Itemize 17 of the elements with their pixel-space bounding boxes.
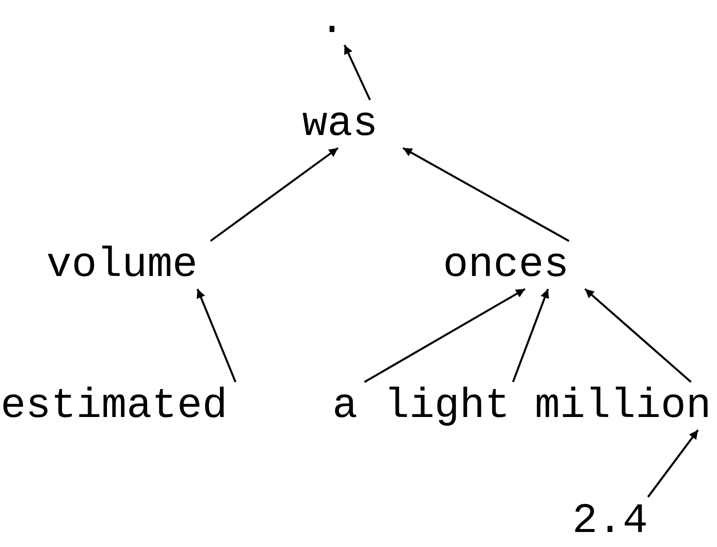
arrow (647, 429, 699, 498)
arrow (344, 44, 371, 100)
word-label: a (332, 385, 358, 427)
arrow (584, 288, 692, 383)
word-label: volume (46, 244, 198, 286)
arrow (196, 288, 236, 382)
word-label: estimated (0, 385, 228, 427)
arrow (402, 147, 570, 242)
word-label: million (534, 385, 712, 427)
word-label: was (302, 103, 378, 145)
arrow (512, 288, 550, 382)
word-label: light (384, 385, 510, 427)
word-label: 2.4 (572, 500, 648, 542)
word-label: onces (442, 244, 570, 286)
word-label: . (319, 0, 345, 42)
arrow (210, 147, 339, 242)
arrow (364, 288, 526, 383)
